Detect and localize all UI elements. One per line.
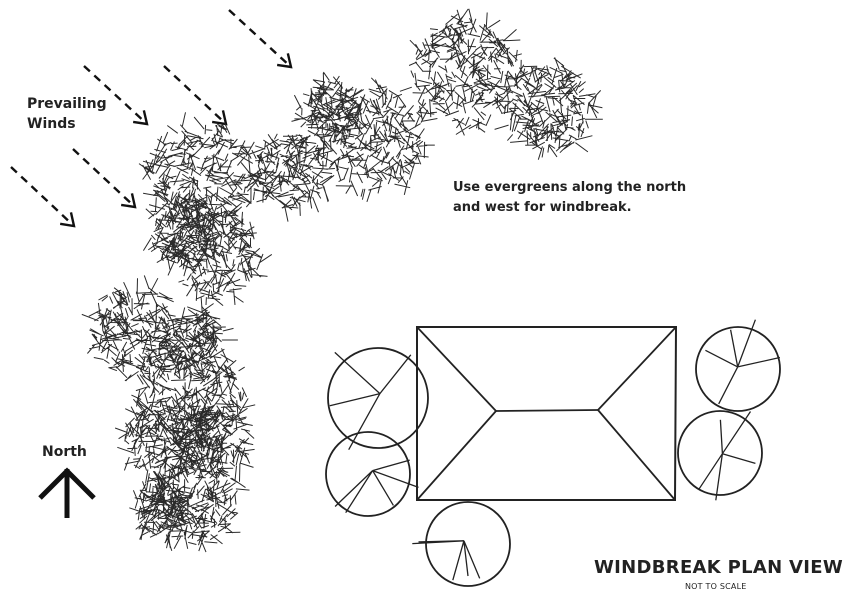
wind-arrow-icon xyxy=(164,66,226,124)
wind-arrow-icon xyxy=(229,10,291,67)
roof-hip-ne xyxy=(598,327,676,410)
plan-title: WINDBREAK PLAN VIEW xyxy=(594,557,843,578)
prevailing-winds-label: Prevailing Winds xyxy=(27,94,107,134)
house-outline xyxy=(417,327,676,500)
deciduous-tree-icon xyxy=(328,348,428,450)
roof-hip-sw xyxy=(417,411,496,500)
north-arrow-icon xyxy=(40,469,94,518)
wind-arrow-icon xyxy=(73,149,135,207)
windbreak-advice: Use evergreens along the north and west … xyxy=(453,178,686,218)
evergreen-cluster-icon xyxy=(491,57,602,159)
roof-hip-se xyxy=(598,410,675,500)
house-plan xyxy=(417,327,676,500)
north-label: North xyxy=(42,444,87,460)
deciduous-tree-icon xyxy=(678,411,762,500)
deciduous-tree-icon xyxy=(696,320,780,411)
evergreen-cluster-icon xyxy=(240,134,334,222)
roof-ridge xyxy=(496,410,598,411)
advice-line1: Use evergreens along the north xyxy=(453,178,686,198)
deciduous-trees xyxy=(326,320,780,586)
wind-label-line1: Prevailing xyxy=(27,94,107,114)
evergreen-cluster-icon xyxy=(82,275,187,384)
advice-line2: and west for windbreak. xyxy=(453,198,686,218)
deciduous-tree-icon xyxy=(412,502,510,586)
scale-note: NOT TO SCALE xyxy=(685,582,747,591)
wind-label-line2: Winds xyxy=(27,114,107,134)
wind-arrow-icon xyxy=(11,167,74,226)
deciduous-tree-icon xyxy=(326,432,419,516)
evergreen-windbreak xyxy=(82,9,603,552)
